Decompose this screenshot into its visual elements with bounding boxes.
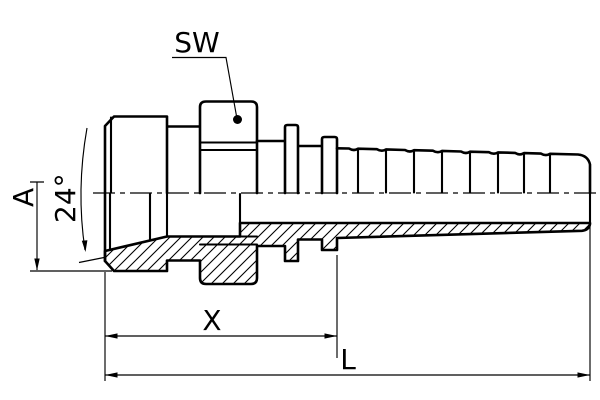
angle-arc (80, 127, 88, 251)
l-arrowhead-left (105, 372, 118, 378)
cone-extension-line (78, 256, 105, 264)
label-a: A (7, 188, 40, 207)
label-sw: SW (174, 26, 219, 59)
x-arrowhead-right (324, 333, 337, 339)
a-dimension-line (30, 181, 44, 270)
sw-leader-line (172, 56, 238, 117)
dimension-x: X (104, 255, 338, 381)
label-l: L (340, 343, 356, 376)
dimension-a: A (7, 181, 112, 272)
hose-tail-outline (335, 147, 592, 195)
label-24deg: 24° (49, 173, 82, 223)
dimension-cone-angle: 24° (49, 127, 105, 264)
sw-leader-dot (233, 115, 242, 124)
l-arrowhead-right (577, 372, 590, 378)
barb-edge-lines (356, 147, 552, 194)
section-hatched-body (103, 221, 592, 286)
bore-edge-lines (108, 192, 592, 252)
collars-outline (255, 123, 339, 195)
label-x: X (202, 304, 221, 337)
x-arrowhead-left (105, 333, 118, 339)
hex-nut-outline (198, 100, 259, 195)
x-extension-lines (104, 255, 338, 381)
hex-chamfer-lines (198, 141, 259, 152)
male-thread-outline (103, 115, 201, 263)
a-arrowhead (34, 258, 40, 271)
dimension-l: L (105, 226, 591, 381)
dimension-sw: SW (172, 26, 242, 124)
angle-arrowhead (81, 240, 88, 252)
